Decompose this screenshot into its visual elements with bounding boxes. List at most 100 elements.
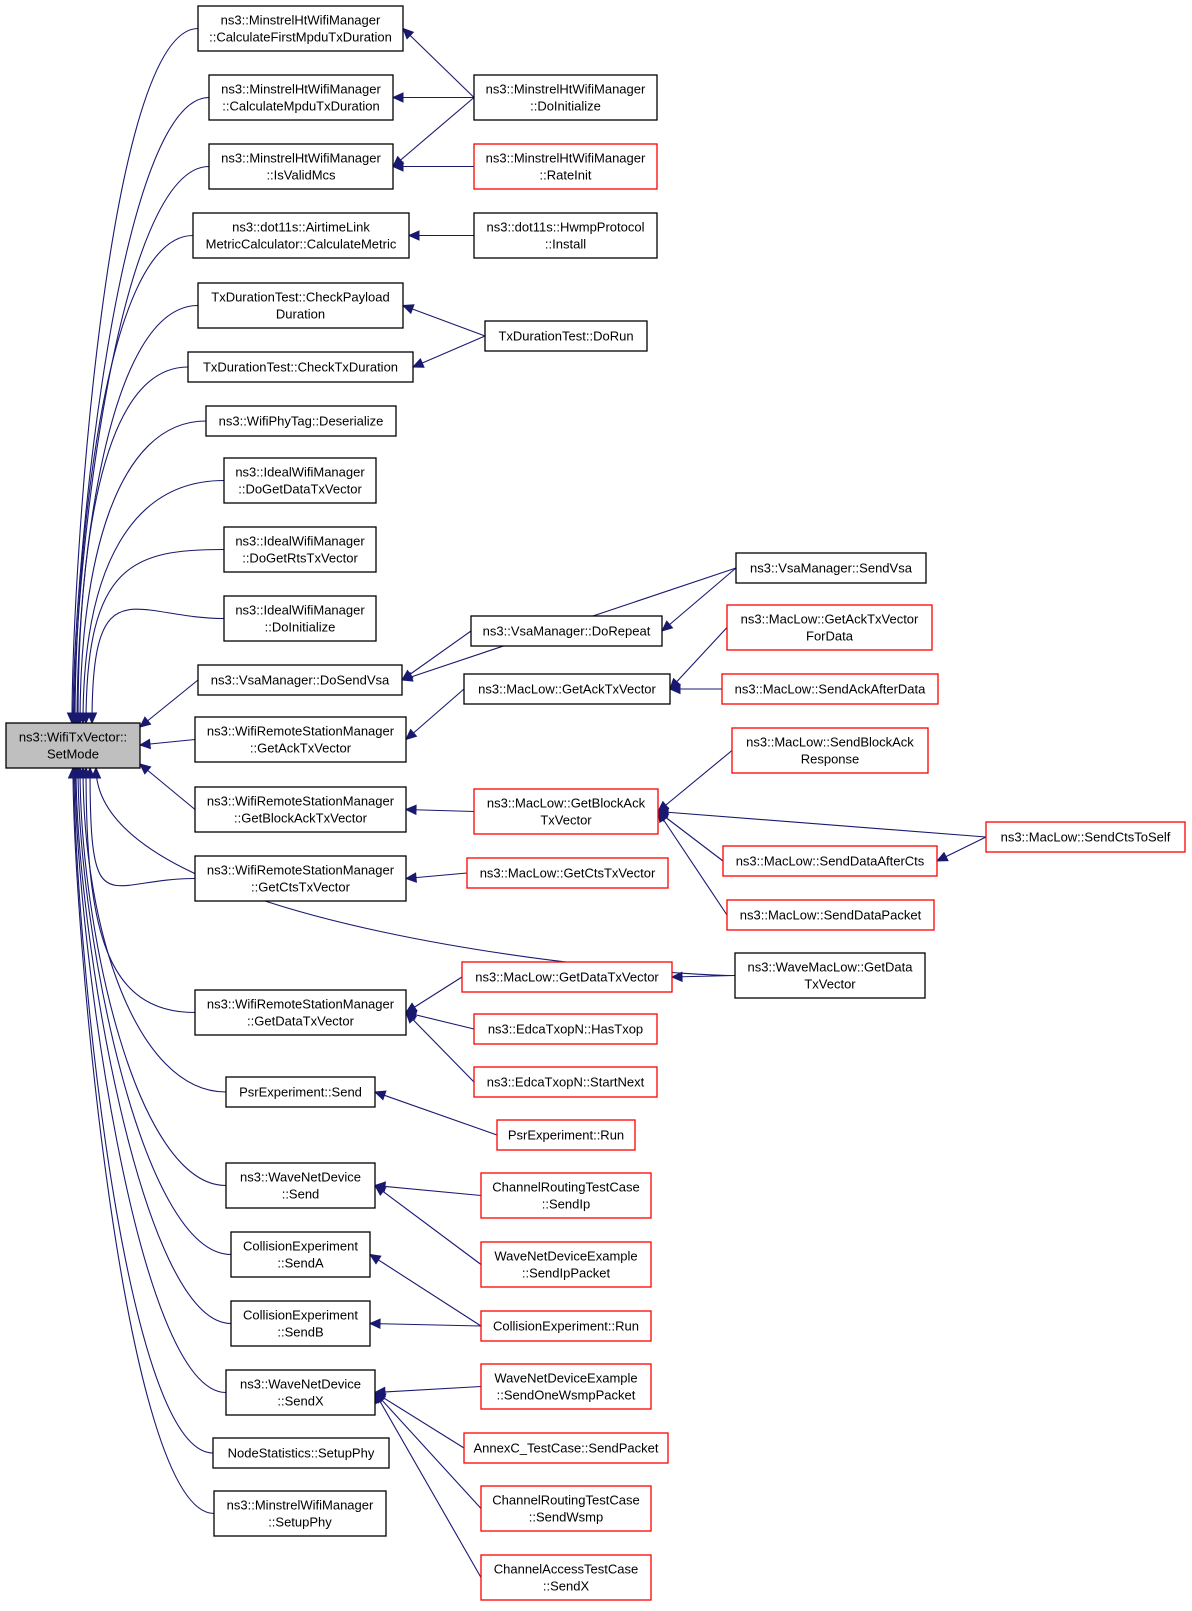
function-node-mh_mpdu[interactable]: ns3::MinstrelHtWifiManager::CalculateMpd… [208, 74, 394, 121]
edge-line [402, 28, 475, 98]
node-box [726, 899, 935, 931]
function-node-cat_sendx[interactable]: ChannelAccessTestCase::SendX [480, 1554, 652, 1601]
call-edge-txd_dorun-to-txd_payload [401, 304, 486, 337]
function-node-mh_doinit[interactable]: ns3::MinstrelHtWifiManager::DoInitialize [473, 74, 658, 121]
function-node-wml_getdata[interactable]: ns3::WaveMacLow::GetDataTxVector [734, 952, 926, 999]
function-node-phytag[interactable]: ns3::WifiPhyTag::Deserialize [205, 405, 397, 437]
function-node-coll_run[interactable]: CollisionExperiment::Run [480, 1310, 652, 1342]
function-node-airtime[interactable]: ns3::dot11s::AirtimeLinkMetricCalculator… [192, 212, 410, 259]
edge-arrowhead [411, 357, 425, 368]
function-node-wrsm_cts[interactable]: ns3::WifiRemoteStationManager::GetCtsTxV… [194, 855, 407, 902]
edge-line [657, 810, 987, 838]
edge-arrowhead [368, 1318, 381, 1329]
node-label-line: ns3::MinstrelHtWifiManager [221, 13, 381, 28]
function-node-ml_getback[interactable]: ns3::MacLow::GetBlockAckTxVector [473, 788, 659, 835]
function-node-ml_getcts[interactable]: ns3::MacLow::GetCtsTxVector [466, 857, 669, 889]
function-node-wnde_wsmp[interactable]: WaveNetDeviceExample::SendOneWsmpPacket [480, 1363, 652, 1410]
function-node-hwmp_install[interactable]: ns3::dot11s::HwmpProtocol::Install [473, 212, 658, 259]
function-node-txd_check[interactable]: TxDurationTest::CheckTxDuration [187, 351, 414, 383]
node-box [473, 143, 658, 190]
node-label-line: ns3::WifiRemoteStationManager [207, 794, 395, 809]
root-function-node[interactable]: ns3::WifiTxVector::SetMode [5, 722, 141, 769]
function-node-ml_sendackafter[interactable]: ns3::MacLow::SendAckAfterData [721, 673, 939, 705]
function-node-mh_first[interactable]: ns3::MinstrelHtWifiManager::CalculateFir… [197, 5, 404, 52]
edge-line [73, 767, 214, 1454]
edge-arrowhead [407, 230, 420, 241]
function-node-wrsm_ack[interactable]: ns3::WifiRemoteStationManager::GetAckTxV… [194, 716, 407, 763]
edge-line [91, 608, 225, 724]
call-edge-ideal_init-to-root [86, 608, 225, 725]
function-node-wnde_sendip[interactable]: WaveNetDeviceExample::SendIpPacket [480, 1241, 652, 1288]
node-label-line: ns3::MacLow::GetCtsTxVector [480, 866, 656, 881]
function-node-edca_has[interactable]: ns3::EdcaTxopN::HasTxop [473, 1013, 658, 1045]
edge-arrowhead [401, 304, 415, 315]
function-node-wrsm_data[interactable]: ns3::WifiRemoteStationManager::GetDataTx… [194, 989, 407, 1036]
node-box [225, 1076, 376, 1108]
node-label-line: ns3::IdealWifiManager [235, 603, 365, 618]
function-node-edca_start[interactable]: ns3::EdcaTxopN::StartNext [473, 1066, 658, 1098]
edge-line [405, 808, 475, 813]
node-label-line: ns3::WifiRemoteStationManager [207, 724, 395, 739]
node-label-line: ns3::MacLow::GetBlockAck [487, 796, 646, 811]
function-node-ml_ctstoself[interactable]: ns3::MacLow::SendCtsToSelf [985, 821, 1186, 853]
function-node-nodestats[interactable]: NodeStatistics::SetupPhy [212, 1437, 390, 1469]
node-label-line: TxDurationTest::CheckPayload [211, 290, 389, 305]
edge-line [77, 366, 189, 724]
node-box [225, 1162, 376, 1209]
call-edge-wnde_sendip-to-wnd_send [374, 1184, 482, 1265]
function-node-coll_b[interactable]: CollisionExperiment::SendB [230, 1300, 371, 1347]
node-label-line: ::SendX [543, 1579, 590, 1594]
function-node-crt_wsmp[interactable]: ChannelRoutingTestCase::SendWsmp [480, 1485, 652, 1532]
function-node-psr_run[interactable]: PsrExperiment::Run [496, 1119, 636, 1151]
edge-line [657, 811, 728, 916]
function-node-ml_datapacket[interactable]: ns3::MacLow::SendDataPacket [726, 899, 935, 931]
call-edge-mh_valid-to-root [68, 165, 210, 725]
function-node-mh_valid[interactable]: ns3::MinstrelHtWifiManager::IsValidMcs [208, 143, 394, 190]
node-label-line: ChannelAccessTestCase [494, 1562, 639, 1577]
node-box [722, 845, 938, 877]
function-node-vsa_sendvsa[interactable]: ns3::VsaManager::SendVsa [735, 552, 927, 584]
node-label-line: WaveNetDeviceExample [494, 1249, 637, 1264]
node-label-line: ns3::MinstrelWifiManager [227, 1498, 374, 1513]
node-box [223, 457, 377, 504]
function-node-minstrel_setup[interactable]: ns3::MinstrelWifiManager::SetupPhy [213, 1490, 387, 1537]
call-edge-ml_ctstoself-to-ml_getback [656, 807, 987, 838]
function-node-vsa_repeat[interactable]: ns3::VsaManager::DoRepeat [470, 615, 663, 647]
node-box [187, 351, 414, 383]
node-box [473, 788, 659, 835]
function-node-coll_a[interactable]: CollisionExperiment::SendA [230, 1231, 371, 1278]
function-node-ml_dataaftercts[interactable]: ns3::MacLow::SendDataAfterCts [722, 845, 938, 877]
function-node-txd_dorun[interactable]: TxDurationTest::DoRun [484, 320, 648, 352]
node-layer: ns3::WifiTxVector::SetMode ns3::MinstrelH… [5, 5, 1186, 1601]
node-label-line: Response [801, 752, 860, 767]
edge-line [139, 763, 196, 810]
function-node-wrsm_back[interactable]: ns3::WifiRemoteStationManager::GetBlockA… [194, 786, 407, 833]
function-node-ml_getack[interactable]: ns3::MacLow::GetAckTxVector [463, 673, 671, 705]
function-node-ml_getdata[interactable]: ns3::MacLow::GetDataTxVector [461, 961, 673, 993]
function-node-ideal_rts[interactable]: ns3::IdealWifiManager::DoGetRtsTxVector [223, 526, 377, 573]
call-edge-wrsm_data-to-root [80, 766, 196, 1014]
edge-line [79, 420, 207, 724]
edge-arrowhead [374, 1184, 387, 1197]
function-node-annexc[interactable]: AnnexC_TestCase::SendPacket [463, 1432, 669, 1464]
function-node-vsa_dosend[interactable]: ns3::VsaManager::DoSendVsa [197, 664, 403, 696]
node-label-line: CollisionExperiment [243, 1308, 358, 1323]
call-edge-ml_sendback-to-ml_getback [657, 750, 733, 813]
function-node-wnd_send[interactable]: ns3::WaveNetDevice::Send [225, 1162, 376, 1209]
edge-arrowhead [368, 1253, 382, 1265]
function-node-mh_rateinit[interactable]: ns3::MinstrelHtWifiManager::RateInit [473, 143, 658, 190]
function-node-ideal_init[interactable]: ns3::IdealWifiManager::DoInitialize [223, 595, 377, 642]
function-node-ideal_data[interactable]: ns3::IdealWifiManager::DoGetDataTxVector [223, 457, 377, 504]
node-label-line: ::GetBlockAckTxVector [234, 811, 368, 826]
edge-line [657, 750, 733, 812]
function-node-psr_send[interactable]: PsrExperiment::Send [225, 1076, 376, 1108]
function-node-wnd_sendx[interactable]: ns3::WaveNetDevice::SendX [225, 1369, 376, 1416]
edge-layer [66, 27, 987, 1578]
edge-line [139, 679, 199, 728]
function-node-crt_sendip[interactable]: ChannelRoutingTestCase::SendIp [480, 1172, 652, 1219]
node-label-line: ::DoInitialize [265, 620, 336, 635]
call-edge-mh_doinit-to-mh_valid [392, 97, 475, 168]
